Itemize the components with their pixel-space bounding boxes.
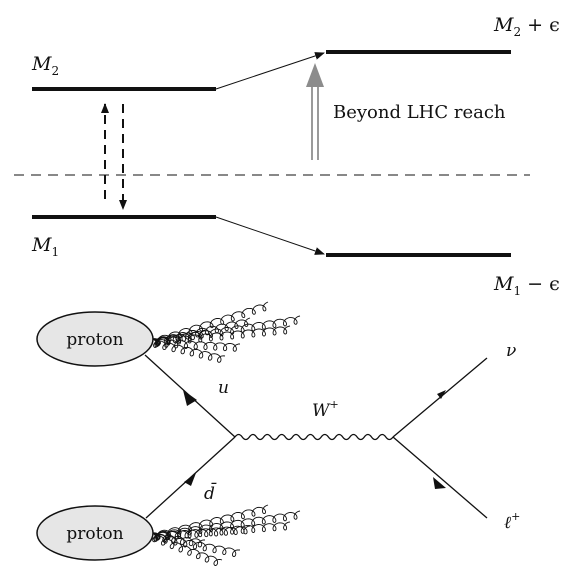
label-m2-plus-epsilon: M2 + ϵ [493,14,560,39]
label-m1: M1 [31,234,59,259]
gluon-curl [152,325,291,347]
gluon-curl [151,510,301,541]
quark-dbar-arrow [184,473,196,486]
gluon-bundle-top [151,301,301,363]
label-m1-minus-epsilon: M1 − ϵ [493,273,560,298]
w-boson-label: W+ [312,398,339,421]
proton-bottom [36,505,154,561]
quark-dbar-label: d̄ [204,481,217,504]
gluon-curl [151,329,206,347]
neutrino-arrow [437,390,446,399]
gluon-curl [151,532,223,566]
proton-top [36,311,154,367]
quark-u-label: u [218,378,229,398]
gluon-bundle-bottom [151,504,301,566]
shift-arrow-down [215,216,325,255]
feynman-diagram: proton proton u d̄ W+ ν ℓ+ [36,301,520,566]
neutrino-label: ν [506,341,516,361]
lepton-line [392,436,488,519]
lepton-arrow [433,477,446,489]
label-m2: M2 [31,53,59,78]
quark-u-arrow [183,390,197,406]
lepton-label: ℓ+ [504,510,520,533]
proton-top-label: proton [66,330,123,350]
gluon-curl [151,532,205,548]
beyond-reach-label: Beyond LHC reach [333,102,506,123]
proton-bottom-label: proton [66,524,123,544]
w-boson-line [234,433,394,441]
shift-arrow-up [215,52,325,90]
beyond-reach-arrow [306,63,324,160]
mass-level-diagram: M2 M1 M2 + ϵ M1 − ϵ Beyond LHC reac [14,14,560,298]
gluon-curl [151,338,226,363]
gluon-curl [151,504,269,540]
